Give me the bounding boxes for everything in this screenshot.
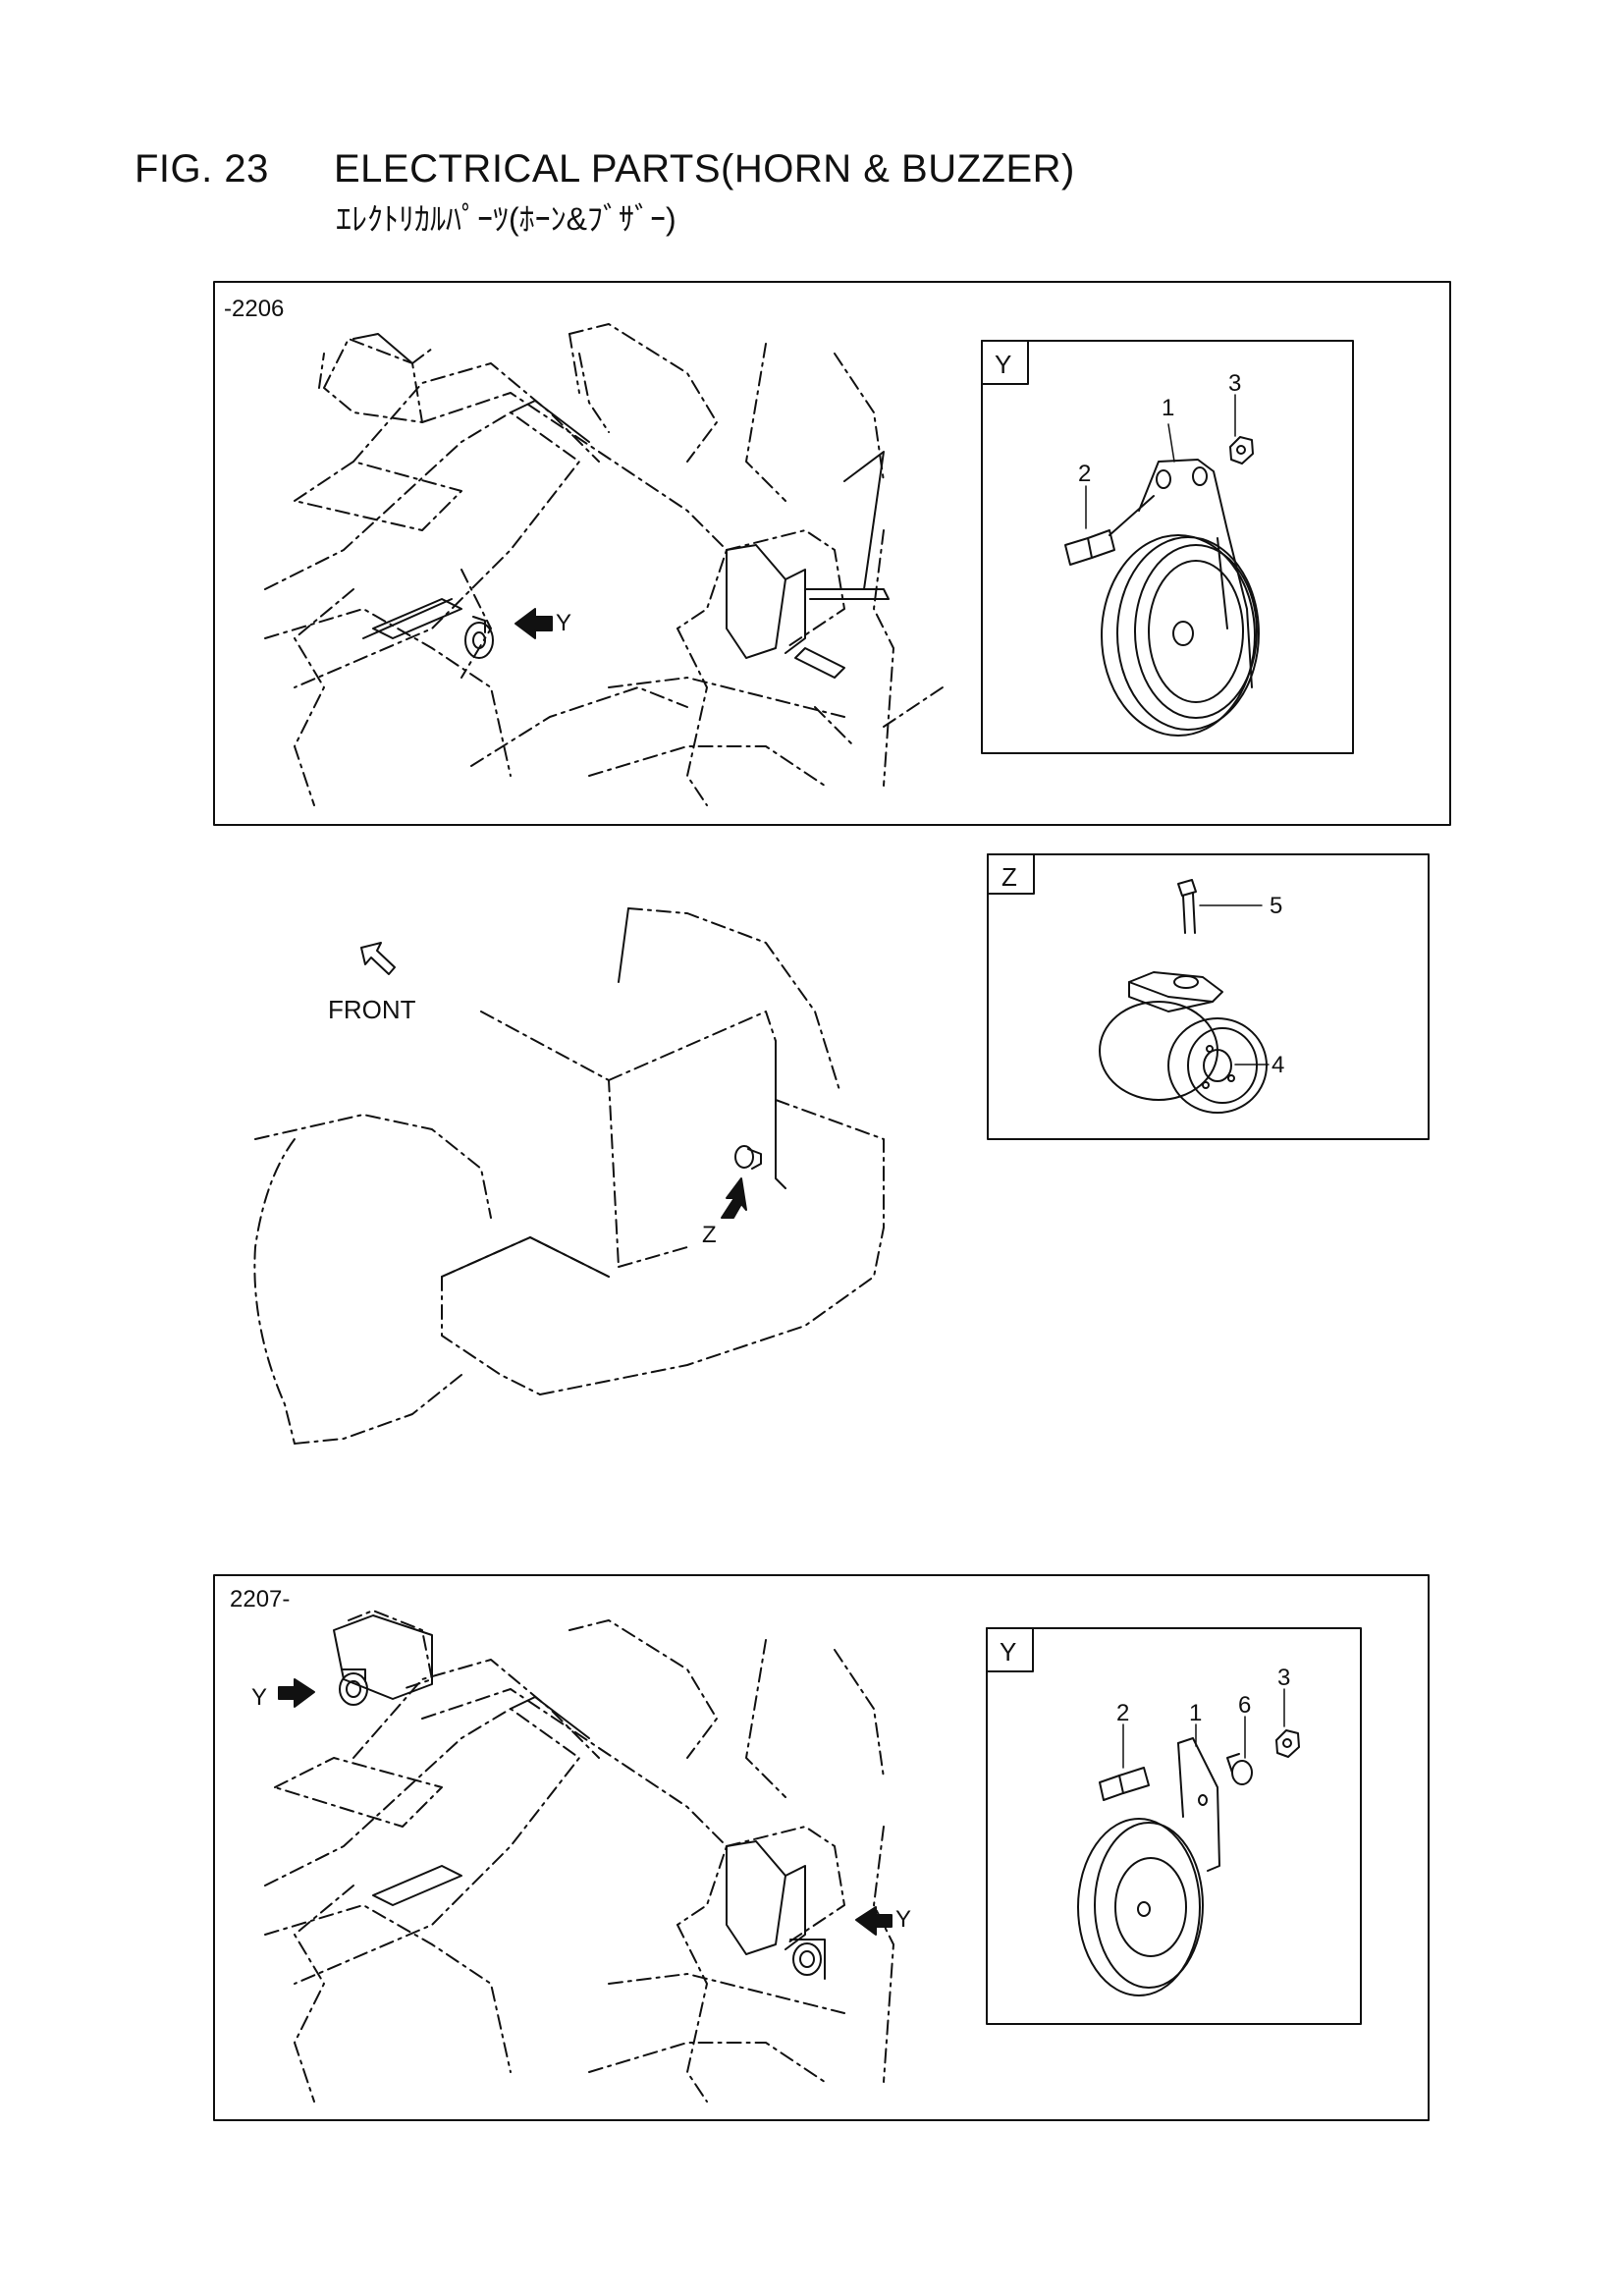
spacer-part-6 [1226, 1753, 1253, 1785]
upper-arrow-label: Y [556, 610, 571, 636]
bolt-part-2 [1064, 495, 1155, 566]
upper-callout-2: 2 [1078, 461, 1091, 487]
middle-callout-4: 4 [1271, 1052, 1284, 1078]
upper-callout-3: 3 [1228, 370, 1241, 397]
upper-callout-1: 1 [1162, 395, 1174, 421]
horn-drawing-lower [1077, 1737, 1220, 1996]
upper-detail-view-label: Y [995, 350, 1011, 379]
upper-detail-box: Y [981, 340, 1354, 754]
upper-machine-solid [352, 333, 890, 679]
lower-machine-drawing [264, 1610, 894, 2103]
upper-view-arrow: Y [514, 608, 571, 639]
upper-panel-frame [213, 281, 1451, 826]
horn-drawing-upper [1101, 459, 1260, 737]
lower-panel-frame [213, 1574, 1430, 2121]
middle-detail-view-label: Z [1001, 862, 1017, 892]
nut-part-3 [1229, 436, 1254, 465]
figure-title: ELECTRICAL PARTS(HORN & BUZZER) [334, 147, 1075, 191]
lower-callout-6: 6 [1238, 1692, 1251, 1719]
screw-part-5 [1177, 879, 1263, 934]
middle-callout-5: 5 [1270, 893, 1282, 919]
rear-body-solid [441, 907, 786, 1278]
lower-horn-location-left [339, 1668, 368, 1706]
lower-arrow-label-right: Y [895, 1906, 911, 1933]
bolt-part-2-lower [1099, 1767, 1150, 1801]
middle-arrow-label: Z [702, 1222, 717, 1248]
figure-subtitle: ｴﾚｸﾄﾘｶﾙﾊﾟｰﾂ(ﾎｰﾝ&ﾌﾞｻﾞｰ) [336, 201, 676, 237]
lower-range-label: 2207- [230, 1586, 290, 1613]
front-arrow: FRONT [328, 942, 416, 1024]
lower-detail-box: Y [986, 1627, 1362, 2025]
lower-callout-2: 2 [1116, 1700, 1129, 1726]
upper-range-label: -2206 [224, 296, 284, 322]
lower-panel: 2207- [213, 1574, 1430, 2121]
buzzer-location [734, 1145, 762, 1170]
lower-callout-3: 3 [1277, 1665, 1290, 1691]
lower-callout-1: 1 [1189, 1700, 1202, 1726]
upper-horn-location [464, 616, 494, 659]
upper-panel: -2206 [213, 281, 1451, 826]
lower-view-arrow-right: Y [855, 1906, 911, 1936]
rear-body-drawing [253, 907, 885, 1445]
middle-view-arrow: Z [702, 1177, 747, 1248]
nut-part-3-lower [1275, 1729, 1300, 1758]
lower-machine-solid [333, 1614, 806, 1955]
middle-section: FRONT Z [253, 853, 1430, 1445]
lower-detail-view-label: Y [1000, 1637, 1016, 1667]
buzzer-drawing [1099, 971, 1268, 1114]
front-label: FRONT [328, 995, 416, 1024]
upper-machine-drawing [264, 323, 944, 806]
lower-view-arrow-left: Y [251, 1678, 315, 1711]
figure-number: FIG. 23 [135, 147, 269, 191]
lower-horn-location-right [789, 1939, 826, 1980]
lower-arrow-label-left: Y [251, 1684, 267, 1711]
middle-detail-box: Z 5 4 [987, 853, 1430, 1140]
